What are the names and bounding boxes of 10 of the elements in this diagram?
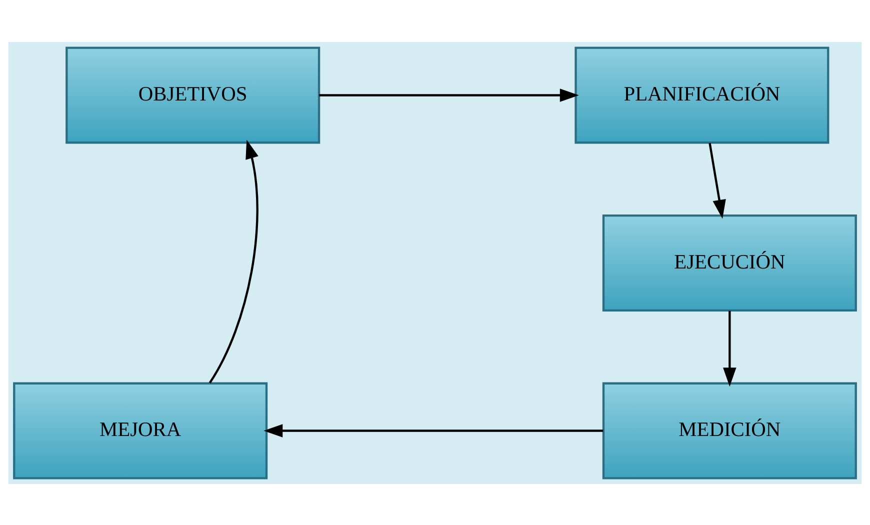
node-box: PLANIFICACIÓN xyxy=(574,46,830,144)
node-box: EJECUCIÓN xyxy=(602,214,857,311)
arrow xyxy=(723,310,736,386)
node-box: MEDICIÓN xyxy=(602,382,857,479)
arrow xyxy=(264,424,604,437)
node-box: MEJORA xyxy=(13,382,268,479)
node-box: OBJETIVOS xyxy=(66,46,320,144)
arrow xyxy=(319,88,579,102)
arrow xyxy=(708,142,726,218)
arrow xyxy=(208,139,258,383)
